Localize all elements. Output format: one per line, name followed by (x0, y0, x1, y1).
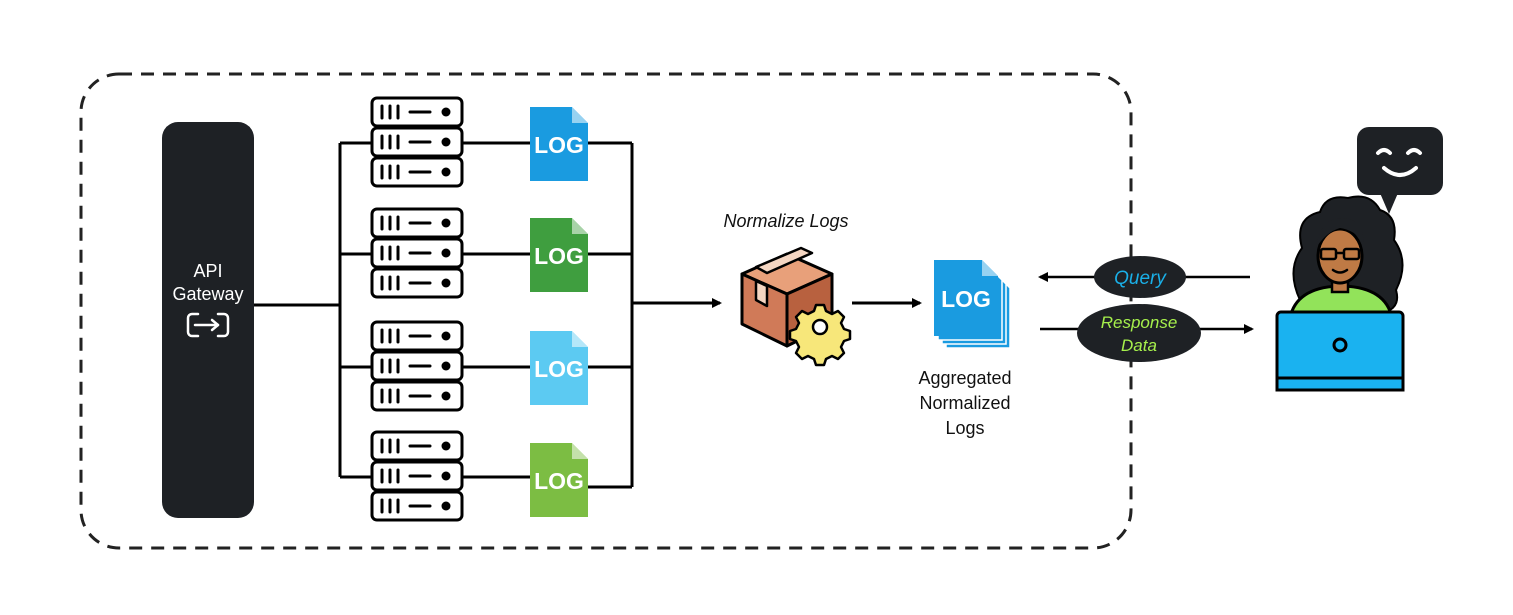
log-file-icon-4: LOG (530, 443, 588, 517)
log-file-label: LOG (534, 132, 584, 158)
aggregated-log-file: LOG (934, 260, 998, 336)
query-label: Query (1114, 268, 1167, 289)
log-file-label: LOG (534, 243, 584, 269)
log-file-icon-2: LOG (530, 218, 588, 292)
log-file-icon-3: LOG (530, 331, 588, 405)
server-stack-2 (372, 209, 462, 297)
gateway-exchange-icon (186, 312, 230, 338)
response-label-line2: Data (1121, 336, 1157, 355)
server-log-connectors (462, 141, 722, 489)
package-gear-icon (740, 246, 852, 367)
log-file-icon-1: LOG (530, 107, 588, 181)
response-badge: Response Data (1077, 304, 1201, 362)
log-file-label: LOG (534, 468, 584, 494)
aggregated-label-line3: Logs (945, 418, 984, 438)
api-gateway-label-line1: API (193, 261, 222, 281)
query-badge: Query (1094, 256, 1186, 298)
gateway-connectors (254, 141, 372, 479)
stacked-log-files-icon: LOG (934, 260, 1011, 349)
server-stack-1 (372, 98, 462, 186)
aggregated-label-line2: Normalized (919, 393, 1010, 413)
server-stack-3 (372, 322, 462, 410)
api-gateway: API Gateway (162, 122, 254, 518)
api-gateway-label-line2: Gateway (172, 284, 243, 304)
log-files: LOG LOG LOG LOG (530, 107, 588, 517)
response-label-line1: Response (1101, 313, 1178, 332)
person-with-laptop-icon (1275, 195, 1405, 392)
normalize-logs-label: Normalize Logs (723, 211, 848, 231)
log-file-label: LOG (534, 356, 584, 382)
aggregated-label-line1: Aggregated (918, 368, 1011, 388)
server-stack-4 (372, 432, 462, 520)
log-file-label: LOG (941, 286, 991, 312)
smiley-chat-bubble-icon (1357, 127, 1443, 214)
